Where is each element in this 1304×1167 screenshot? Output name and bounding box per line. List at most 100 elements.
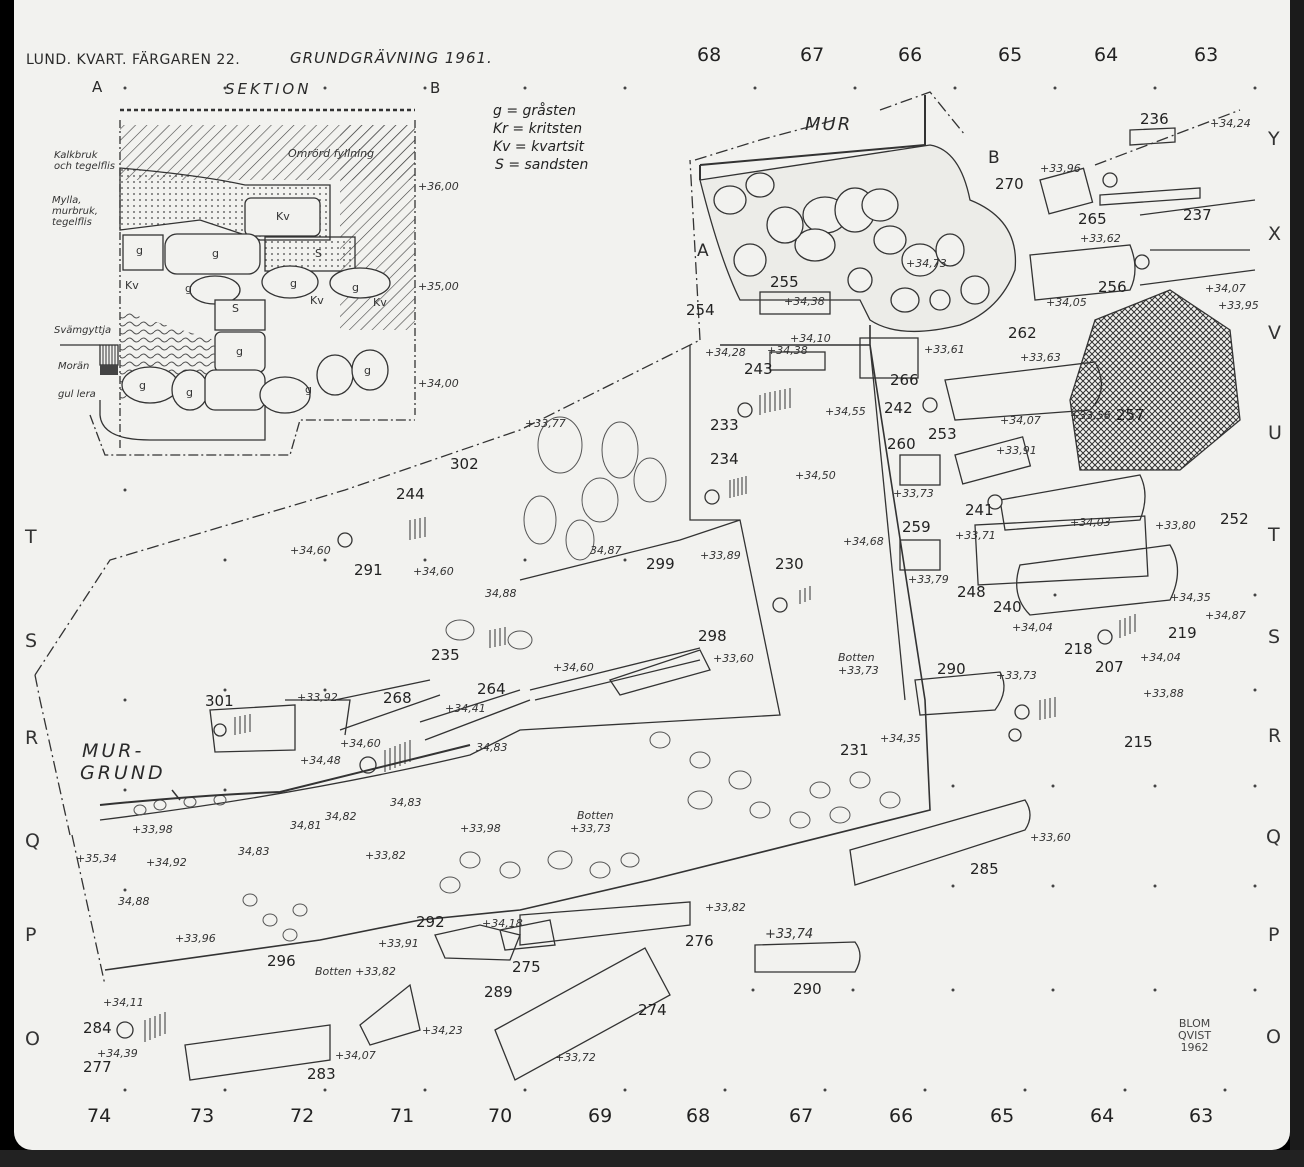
grid-column-label-bottom: 73: [190, 1105, 215, 1127]
grid-row-label-left: P: [25, 924, 37, 946]
grave-elevation: +33,71: [955, 529, 996, 542]
layer-kalkbruk-label: Kalkbruk och tegelflis: [54, 150, 115, 172]
grid-row-label-left: Q: [25, 830, 40, 852]
grave-number: 299: [646, 555, 675, 573]
grave-elevation: +33,63: [1020, 351, 1061, 364]
grid-column-label-bottom: 63: [1189, 1105, 1214, 1127]
grid-column-label-top: 65: [998, 44, 1023, 66]
grave-elevation: +34,18: [482, 917, 523, 930]
elevation-label: +33,98: [460, 822, 501, 835]
grid-column-label-bottom: 71: [390, 1105, 415, 1127]
layer-mylla-label: Mylla, murbruk, tegelflis: [52, 195, 98, 228]
grid-row-label-right: Y: [1268, 128, 1280, 150]
grave-number: 235: [431, 646, 460, 664]
grave-number: 270: [995, 175, 1024, 193]
grave-elevation: +34,38: [784, 295, 825, 308]
stone-label: S: [315, 247, 322, 260]
grid-column-label-bottom: 64: [1090, 1105, 1115, 1127]
grave-number: 274: [638, 1001, 667, 1019]
grave-number: 257: [1116, 406, 1145, 424]
grave-elevation: +33,56: [1070, 409, 1111, 422]
elevation-label: +34,92: [146, 856, 187, 869]
elevation-label: +34,05: [1046, 296, 1087, 309]
grave-elevation: +33,73: [893, 487, 934, 500]
grave-elevation: +34,50: [795, 469, 836, 482]
slide-frame-bottom: [0, 1150, 1304, 1167]
grave-elevation: +34,07: [335, 1049, 376, 1062]
elevation-label: 34,88: [118, 895, 150, 908]
grave-elevation: +34,24: [1210, 117, 1251, 130]
signature-line-3: 1962: [1180, 1041, 1209, 1054]
grave-number: 244: [396, 485, 425, 503]
grave-elevation: +33,96: [1040, 162, 1081, 175]
grave-number: 292: [416, 913, 445, 931]
grave-number: 277: [83, 1058, 112, 1076]
grave-number: 231: [840, 741, 869, 759]
elevation-label: +33,82: [365, 849, 406, 862]
section-elevation-35: +35,00: [418, 280, 459, 293]
layer-svamgyttja-label: Svämgyttja: [54, 325, 112, 336]
grave-number: 236: [1140, 110, 1169, 128]
grave-elevation: +34,60: [413, 565, 454, 578]
grave-number: 268: [383, 689, 412, 707]
grave-number: 289: [484, 983, 513, 1001]
legend-item-kvartsit: Kv = kvartsit: [493, 139, 584, 155]
grave-number: 276: [685, 932, 714, 950]
grave-number: 240: [993, 598, 1022, 616]
grid-row-label-right: X: [1268, 223, 1282, 245]
grave-elevation: +33,91: [996, 444, 1037, 457]
signature-line-1: BLOM: [1178, 1017, 1211, 1030]
grid-column-label-bottom: 74: [87, 1105, 112, 1127]
signature-line-2: QVIST: [1178, 1029, 1212, 1042]
grave-elevation: +33,77: [525, 417, 566, 430]
grave-number: 260: [887, 435, 916, 453]
grid-row-label-right: V: [1268, 322, 1281, 344]
grave-number: 302: [450, 455, 479, 473]
grid-row-label-left: R: [25, 727, 39, 749]
elevation-label: 34,83: [390, 796, 422, 809]
grave-number: 290: [937, 660, 966, 678]
section-drawing: [60, 108, 416, 456]
elevation-label: +33,96: [175, 932, 216, 945]
section-point-b: B: [430, 79, 441, 97]
grave-elevation: +33,92: [297, 691, 338, 704]
elevation-label: 34,83: [476, 741, 508, 754]
grave-elevation: +34,04: [1140, 651, 1181, 664]
grave-elevation: +33,62: [1080, 232, 1121, 245]
slide-frame-right: [1290, 0, 1304, 1167]
grid-row-label-right: O: [1266, 1026, 1281, 1048]
wall-foundation-label-line2: GRUND: [80, 762, 166, 784]
stone-label: g: [186, 386, 193, 399]
grave-elevation: +33,61: [924, 343, 965, 356]
stone-label: g: [212, 247, 219, 260]
grave-elevation: +34,23: [422, 1024, 463, 1037]
stone-label: g: [290, 277, 297, 290]
legend-item-sandsten: S = sandsten: [495, 157, 589, 173]
grave-number: 285: [970, 860, 999, 878]
header-title-location: LUND. KVART. FÄRGAREN 22.: [26, 52, 241, 68]
stone-label: Kv: [310, 294, 324, 307]
grid-column-label-top: 67: [800, 44, 825, 66]
bottom-elevation: +33,73: [570, 822, 611, 835]
grave-elevation: +34,35: [1170, 591, 1211, 604]
grave-elevation: +34,87: [1205, 609, 1246, 622]
section-elevation-34: +34,00: [418, 377, 459, 390]
wall-label-mur: MUR: [805, 114, 853, 135]
layer-omrord-label: Omrörd fyllning: [288, 147, 375, 160]
grave-number: 243: [744, 360, 773, 378]
grave-number: 275: [512, 958, 541, 976]
grave-elevation: +33,60: [713, 652, 754, 665]
elevation-label: +33,98: [132, 823, 173, 836]
grave-number: 248: [957, 583, 986, 601]
elevation-label: +34,73: [906, 257, 947, 270]
grid-column-label-bottom: 72: [290, 1105, 315, 1127]
grave-number: 252: [1220, 510, 1249, 528]
grid-row-label-right: R: [1268, 725, 1282, 747]
grave-elevation: +34,07: [1000, 414, 1041, 427]
header-title-excavation: GRUNDGRÄVNING 1961.: [290, 49, 493, 67]
grid-column-label-bottom: 65: [990, 1105, 1015, 1127]
plan-point-a: A: [697, 241, 710, 261]
stone-label: Kv: [125, 279, 139, 292]
grid-column-label-top: 64: [1094, 44, 1119, 66]
grave-number: 234: [710, 450, 739, 468]
